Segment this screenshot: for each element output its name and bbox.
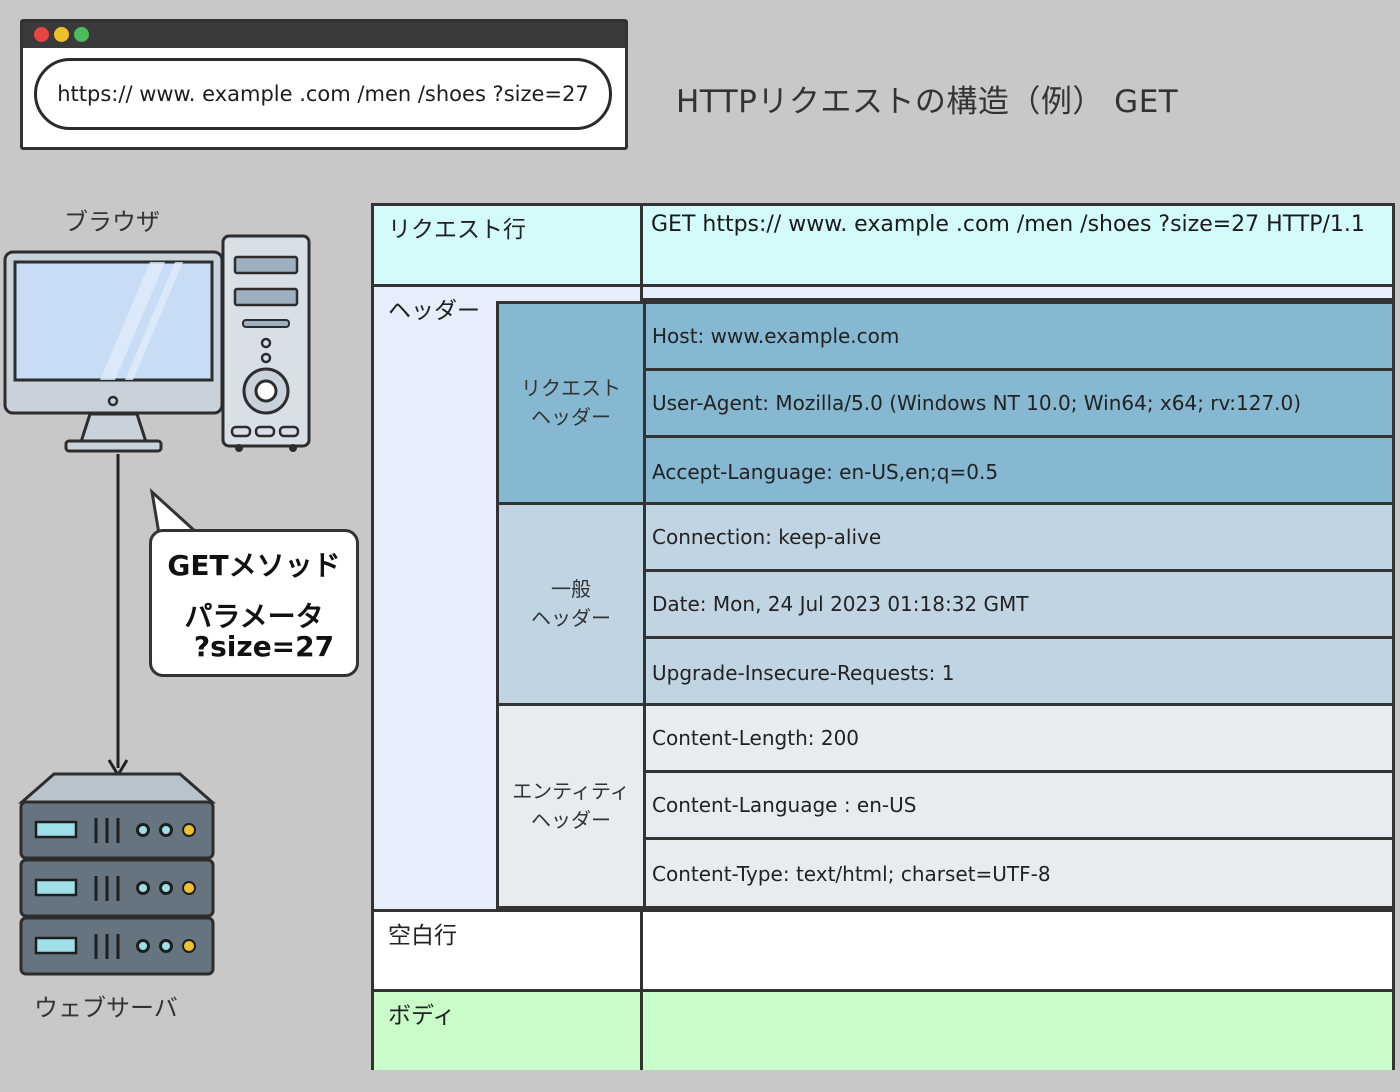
group-label-line: リクエスト <box>521 376 621 400</box>
general-header-group: 一般 ヘッダー Connection: keep-alive Date: Mon… <box>496 505 1392 706</box>
header-section: ヘッダー リクエスト ヘッダー Host: www.example.com Us… <box>374 287 1392 912</box>
header-row: Content-Length: 200 <box>646 706 1392 773</box>
request-header-rows: Host: www.example.com User-Agent: Mozill… <box>643 304 1392 502</box>
bubble-method: GETメソッド <box>167 549 341 582</box>
entity-header-group: エンティティ ヘッダー Content-Length: 200 Content-… <box>496 706 1392 909</box>
browser-window: https:// www. example .com /men /shoes ?… <box>20 19 628 150</box>
maximize-dot-icon <box>74 27 89 42</box>
group-label-line: ヘッダー <box>531 808 611 832</box>
request-header-label: リクエスト ヘッダー <box>499 374 643 432</box>
entity-header-rows: Content-Length: 200 Content-Language : e… <box>643 706 1392 906</box>
blank-line-section: 空白行 <box>374 912 1392 992</box>
request-line-value: GET https:// www. example .com /men /sho… <box>651 212 1365 237</box>
blank-line-cell <box>640 912 1392 989</box>
monitor-icon <box>3 250 224 453</box>
request-line-label: リクエスト行 <box>388 217 526 243</box>
group-label-line: ヘッダー <box>531 405 611 429</box>
client-server-illustration <box>3 234 311 976</box>
browser-label: ブラウザ <box>64 208 160 236</box>
entity-header-label: エンティティ ヘッダー <box>499 777 643 835</box>
body-section: ボディ <box>374 992 1392 1070</box>
body-label: ボディ <box>388 1003 456 1029</box>
header-row: Accept-Language: en-US,en;q=0.5 <box>652 459 999 484</box>
header-top-strip <box>640 287 1392 301</box>
group-label-line: ヘッダー <box>531 606 611 630</box>
request-arrow-icon <box>107 454 129 778</box>
group-label-line: 一般 <box>551 577 591 601</box>
blank-line-label: 空白行 <box>388 923 457 949</box>
general-header-label: 一般 ヘッダー <box>499 575 643 633</box>
group-label-line: エンティティ <box>512 779 630 803</box>
server-icon <box>18 772 216 976</box>
bubble-tail-icon <box>149 487 198 541</box>
header-row: Date: Mon, 24 Jul 2023 01:18:32 GMT <box>646 572 1392 639</box>
address-bar: https:// www. example .com /men /shoes ?… <box>34 58 612 130</box>
bubble-param-value: ?size=27 <box>193 630 335 663</box>
page-title: HTTPリクエストの構造（例） GET <box>676 84 1179 120</box>
browser-title-bar <box>23 22 625 48</box>
header-row: Host: www.example.com <box>646 304 1392 371</box>
http-request-table: リクエスト行 GET https:// www. example .com /m… <box>371 203 1395 1070</box>
minimize-dot-icon <box>54 27 69 42</box>
header-row: Connection: keep-alive <box>646 505 1392 572</box>
header-row: Content-Language : en-US <box>646 773 1392 840</box>
header-label: ヘッダー <box>388 298 480 324</box>
close-dot-icon <box>34 27 49 42</box>
speech-bubble: GETメソッド パラメータ ?size=27 <box>149 529 359 677</box>
request-line-cell: GET https:// www. example .com /men /sho… <box>640 206 1392 284</box>
header-row: Upgrade-Insecure-Requests: 1 <box>652 660 955 685</box>
request-line-section: リクエスト行 GET https:// www. example .com /m… <box>374 206 1392 287</box>
pc-tower-icon <box>221 234 311 452</box>
request-header-group: リクエスト ヘッダー Host: www.example.com User-Ag… <box>496 301 1392 505</box>
header-row: Content-Type: text/html; charset=UTF-8 <box>652 861 1051 886</box>
server-label: ウェブサーバ <box>34 994 178 1022</box>
body-cell <box>640 992 1392 1070</box>
bubble-param-label: パラメータ <box>184 600 324 633</box>
header-row: User-Agent: Mozilla/5.0 (Windows NT 10.0… <box>646 371 1392 438</box>
general-header-rows: Connection: keep-alive Date: Mon, 24 Jul… <box>643 505 1392 703</box>
